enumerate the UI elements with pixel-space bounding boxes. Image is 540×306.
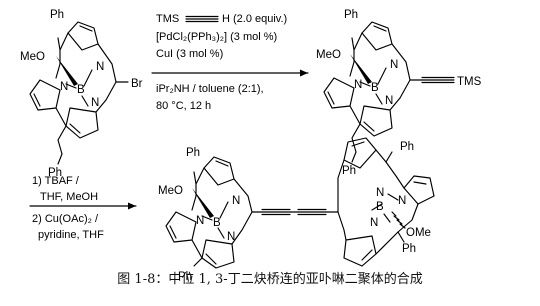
dimer-n1: N <box>232 195 240 207</box>
start-br: Br <box>131 78 143 90</box>
dimer-left-subporphyrin <box>165 156 253 269</box>
dimer-left-ph-bottom: Ph <box>178 271 192 283</box>
dimer-boron-right: B <box>376 201 384 213</box>
dimer-right-ph-bottom: Ph <box>402 243 416 255</box>
start-bottom-ph: Ph <box>48 167 62 179</box>
product1-boron: B <box>371 82 379 94</box>
product1-n2: N <box>354 79 362 91</box>
reagent-h-equiv: H (2.0 equiv.) <box>222 13 287 25</box>
step2-solvent: pyridine, THF <box>38 229 104 241</box>
product1-subporphyrin: Ph MeO N N B N TMS Ph <box>316 9 482 177</box>
step1-tbaf: 1) TBAF / <box>32 175 80 187</box>
figure-caption: 图 1-8：中位 1, 3-丁二炔桥连的亚卟啉二聚体的合成 <box>117 272 423 287</box>
start-subporphyrin: Ph MeO N N B N Br Ph <box>20 9 143 179</box>
start-n1: N <box>96 61 104 73</box>
product1-n1: N <box>390 59 398 71</box>
dimer-n4: N <box>376 187 384 199</box>
reagent-pd: [PdCl₂(PPh₃)₂] (3 mol %) <box>156 31 277 43</box>
dimer-n2: N <box>196 215 204 227</box>
reagent-temp-time: 80 °C, 12 h <box>156 100 211 112</box>
start-meo: MeO <box>20 51 45 63</box>
product1-tms: TMS <box>457 76 482 88</box>
product1-bottom-ph: Ph <box>342 165 356 177</box>
start-n2: N <box>60 81 68 93</box>
reaction1-conditions: TMS H (2.0 equiv.) [PdCl₂(PPh₃)₂] (3 mol… <box>151 13 309 112</box>
step1-solvent: THF, MeOH <box>40 191 98 203</box>
dimer-n3: N <box>227 231 235 243</box>
butadiyne-bridge <box>251 208 339 216</box>
reagent-solvent: iPr₂NH / toluene (2:1), <box>156 83 264 95</box>
dimer-boron-left: B <box>213 217 221 229</box>
dimer-left-meo: MeO <box>158 185 183 197</box>
start-top-ph: Ph <box>50 9 64 21</box>
dimer-left-ph-top: Ph <box>186 147 200 159</box>
dimer-right-subporphyrin <box>337 137 435 267</box>
product1-n3: N <box>385 95 393 107</box>
start-boron: B <box>77 84 85 96</box>
step2-cuoac: 2) Cu(OAc)₂ / <box>32 213 99 225</box>
dimer-n6: N <box>370 217 378 229</box>
reaction2-conditions: 1) TBAF / THF, MeOH 2) Cu(OAc)₂ / pyridi… <box>29 175 137 241</box>
dimer-right-ph-top: Ph <box>400 141 414 153</box>
dimer-right-ome: OMe <box>406 227 431 239</box>
dimer-n5: N <box>398 195 406 207</box>
dimer-labels: Ph MeO N N B N Ph Ph N N B N OMe Ph <box>158 141 431 283</box>
product1-top-ph: Ph <box>344 9 358 21</box>
start-n3: N <box>91 97 99 109</box>
product1-meo: MeO <box>316 49 341 61</box>
reagent-cui: CuI (3 mol %) <box>156 48 223 60</box>
reagent-tms: TMS <box>156 13 179 25</box>
